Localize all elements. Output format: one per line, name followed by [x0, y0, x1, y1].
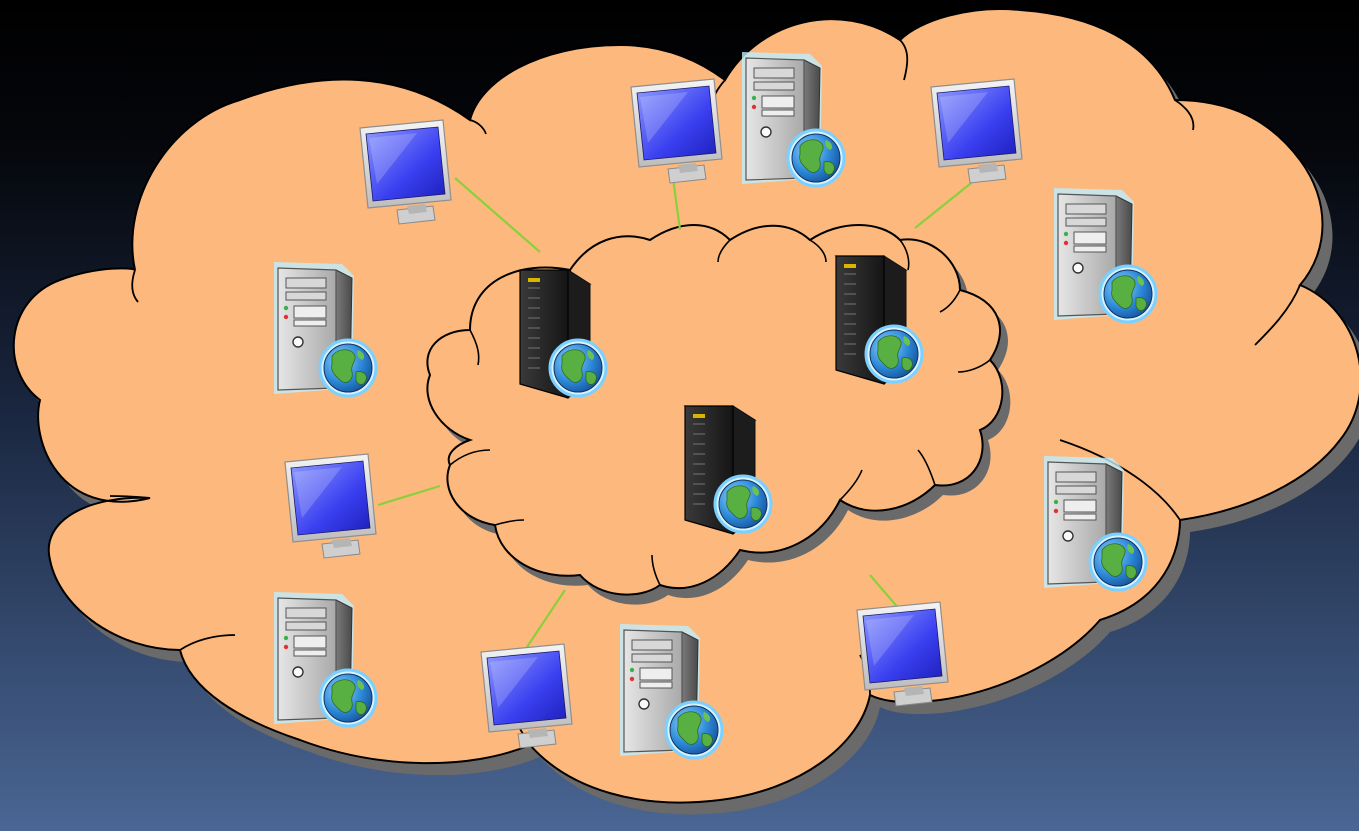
link-monitor-bottom-right	[869, 574, 901, 611]
link-monitor-top-right	[914, 179, 976, 229]
link-monitor-bottom-left	[524, 589, 566, 651]
network-links	[377, 177, 976, 651]
link-monitor-left	[377, 484, 441, 507]
link-monitor-top-left	[454, 177, 541, 253]
link-monitor-top-center	[671, 177, 682, 231]
